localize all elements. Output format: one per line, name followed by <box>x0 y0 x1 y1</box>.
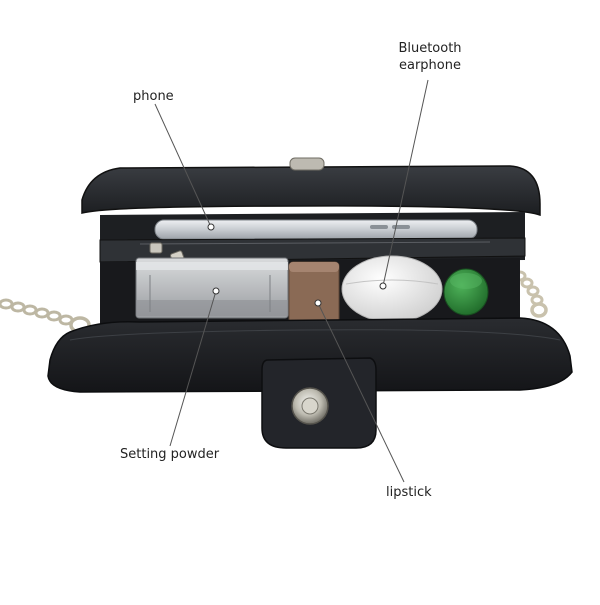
label-lipstick: lipstick <box>386 485 432 500</box>
left-chain <box>0 298 91 334</box>
setting-powder-case <box>135 257 289 319</box>
marker-dot-bluetooth <box>379 282 387 290</box>
label-phone: phone <box>133 89 174 104</box>
label-bluetooth-earphone: Bluetooth earphone <box>385 40 475 74</box>
phone-button <box>370 225 388 229</box>
bag-top-flap <box>81 165 541 217</box>
leader-line-lipstick <box>317 302 405 483</box>
bag-front-body <box>47 317 573 393</box>
top-clasp <box>289 157 325 171</box>
earbud-case-seam <box>345 279 439 285</box>
phone-button <box>392 225 410 229</box>
front-body-seam <box>69 329 561 341</box>
lipstick-item <box>288 261 340 325</box>
label-bluetooth-line1: Bluetooth <box>398 41 462 56</box>
earbud-case <box>341 255 443 323</box>
leader-lines <box>154 79 429 483</box>
green-cap-item <box>443 268 489 316</box>
divider-seam <box>139 241 491 245</box>
marker-dot-lipstick <box>314 299 322 307</box>
marker-dot-phone <box>207 223 215 231</box>
phone-device <box>154 219 478 240</box>
marker-dot-powder <box>212 287 220 295</box>
leader-line-powder <box>169 290 217 447</box>
leader-line-phone <box>154 103 212 228</box>
marker-dots <box>207 223 387 307</box>
label-setting-powder: Setting powder <box>120 447 220 462</box>
label-bluetooth-line2: earphone <box>399 58 461 73</box>
leader-line-bluetooth <box>382 79 429 287</box>
